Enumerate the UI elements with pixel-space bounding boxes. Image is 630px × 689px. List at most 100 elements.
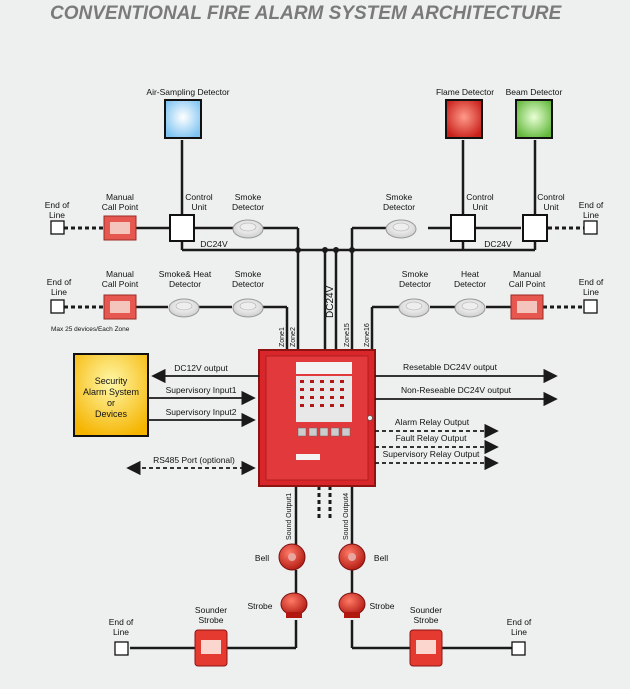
eol-bottom-left-2: Line xyxy=(113,627,129,637)
strobe-left-label: Strobe xyxy=(247,601,272,611)
end-of-line-box xyxy=(583,299,598,314)
eol-r2-right-2: Line xyxy=(583,287,599,297)
alarm-relay-label: Alarm Relay Output xyxy=(395,417,470,427)
air-sampling-label: Air-Sampling Detector xyxy=(146,87,229,97)
cu-left-label-1: Control xyxy=(185,192,213,202)
control-unit-box xyxy=(522,214,548,242)
zone16-label: Zone16 xyxy=(364,323,371,347)
dc24v-right-label: DC24V xyxy=(484,239,512,249)
cu-left-label-2: Unit xyxy=(191,202,207,212)
junction-dots xyxy=(295,247,355,253)
sounder-strobe xyxy=(194,629,228,667)
flame-detector-label: Flame Detector xyxy=(436,87,494,97)
supervisory-input2-label: Supervisory Input2 xyxy=(166,407,237,417)
control-unit-box xyxy=(169,214,195,242)
security-box-line3: or xyxy=(107,398,115,408)
eol-r1-right-1: End of xyxy=(579,200,604,210)
security-box-line2: Alarm System xyxy=(83,387,139,397)
strobe-right-label: Strobe xyxy=(369,601,394,611)
heat-label-1: Heat xyxy=(461,269,480,279)
dc12v-output-label: DC12V output xyxy=(174,363,228,373)
mcp-r2-right-2: Call Point xyxy=(509,279,546,289)
end-of-line-box xyxy=(50,299,65,314)
smoke-detector xyxy=(398,298,430,318)
end-of-line-box xyxy=(114,641,129,656)
bell-left-label: Bell xyxy=(255,553,269,563)
strobe xyxy=(280,592,308,618)
zone15-label: Zone15 xyxy=(344,323,351,347)
smoke-r2-left-2: Detector xyxy=(232,279,264,289)
smoke-heat-label-2: Detector xyxy=(169,279,201,289)
security-box-line4: Devices xyxy=(95,409,128,419)
security-alarm-box xyxy=(73,353,149,437)
end-of-line-box xyxy=(50,220,65,235)
dc24v-vertical-label: DC24V xyxy=(325,285,336,318)
smoke-detector xyxy=(385,219,417,239)
manual-call-point xyxy=(103,215,137,241)
heat-detector xyxy=(454,298,486,318)
mcp-r1-label-1: Manual xyxy=(106,192,134,202)
eol-bottom-right-2: Line xyxy=(511,627,527,637)
beam-detector xyxy=(515,99,553,139)
security-box-line1: Security xyxy=(95,376,128,386)
eol-r2-right-1: End of xyxy=(579,277,604,287)
sounder-strobe xyxy=(409,629,443,667)
cu-right-label-2: Unit xyxy=(543,202,559,212)
control-unit-box xyxy=(450,214,476,242)
wiring xyxy=(130,140,537,650)
sounder-strobe-left-2: Strobe xyxy=(198,615,223,625)
bell xyxy=(278,543,306,571)
sounder-strobe-right-1: Sounder xyxy=(410,605,442,615)
fault-relay-label: Fault Relay Output xyxy=(396,433,468,443)
smoke-r2-right-2: Detector xyxy=(399,279,431,289)
eol-dashes xyxy=(64,226,584,520)
strobe xyxy=(338,592,366,618)
mcp-r2-left-1: Manual xyxy=(106,269,134,279)
smoke-heat-detector xyxy=(168,298,200,318)
manual-call-point xyxy=(510,294,544,320)
supervisory-relay-label: Supervisory Relay Output xyxy=(383,449,480,459)
max-devices-note: Max 25 devices/Each Zone xyxy=(51,326,130,333)
rs485-label: RS485 Port (optional) xyxy=(153,455,235,465)
mcp-r2-right-1: Manual xyxy=(513,269,541,279)
smoke-r2-left-1: Smoke xyxy=(235,269,262,279)
smoke-r1-right-1: Smoke xyxy=(386,192,413,202)
panel-right-links xyxy=(375,368,558,471)
air-sampling-detector xyxy=(164,99,202,139)
eol-r1-left-2: Line xyxy=(49,210,65,220)
panel-left-links xyxy=(126,368,259,476)
cu-right-label-1: Control xyxy=(537,192,565,202)
smoke-r2-right-1: Smoke xyxy=(402,269,429,279)
sounder-strobe-left-1: Sounder xyxy=(195,605,227,615)
sound-output1-label: Sound Output1 xyxy=(286,493,293,540)
eol-bottom-right-1: End of xyxy=(507,617,532,627)
eol-r2-left-2: Line xyxy=(51,287,67,297)
smoke-detector xyxy=(232,219,264,239)
diagram-title: CONVENTIONAL FIRE ALARM SYSTEM ARCHITECT… xyxy=(50,3,563,24)
bell xyxy=(338,543,366,571)
resetable-dc24v-label: Resetable DC24V output xyxy=(403,362,498,372)
mcp-r1-label-2: Call Point xyxy=(102,202,139,212)
cu-mid-label-1: Control xyxy=(466,192,494,202)
smoke-heat-label-1: Smoke& Heat xyxy=(159,269,212,279)
dc24v-left-label: DC24V xyxy=(200,239,228,249)
nonresetable-dc24v-label: Non-Reseable DC24V output xyxy=(401,385,512,395)
eol-r2-left-1: End of xyxy=(47,277,72,287)
heat-label-2: Detector xyxy=(454,279,486,289)
eol-bottom-left-1: End of xyxy=(109,617,134,627)
mcp-r2-left-2: Call Point xyxy=(102,279,139,289)
manual-call-point xyxy=(103,294,137,320)
supervisory-input1-label: Supervisory Input1 xyxy=(166,385,237,395)
eol-r1-right-2: Line xyxy=(583,210,599,220)
zone1-label: Zone1 xyxy=(279,327,286,347)
smoke-detector xyxy=(232,298,264,318)
end-of-line-box xyxy=(511,641,526,656)
sound-output4-label: Sound Output4 xyxy=(343,493,350,540)
flame-detector xyxy=(445,99,483,139)
cu-mid-label-2: Unit xyxy=(472,202,488,212)
end-of-line-box xyxy=(583,220,598,235)
smoke-r1-left-2: Detector xyxy=(232,202,264,212)
bell-right-label: Bell xyxy=(374,553,388,563)
